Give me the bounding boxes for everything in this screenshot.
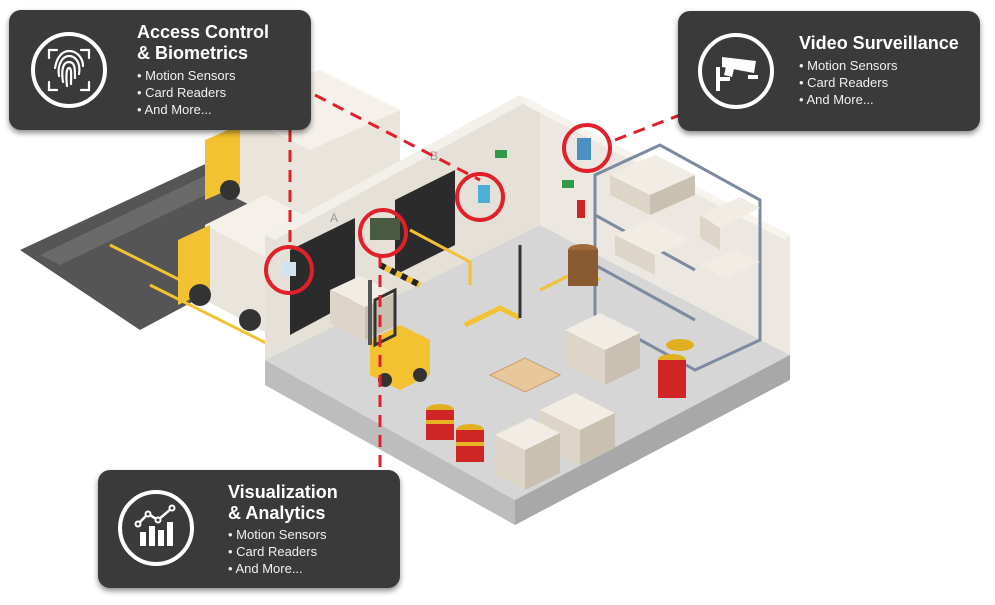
video-surveillance-list: Motion Sensors Card Readers And More...	[799, 57, 898, 108]
motion-sensor	[282, 262, 296, 276]
list-item: Card Readers	[137, 84, 236, 101]
highlight-circles	[264, 123, 612, 295]
visualization-analytics-card: Visualization& Analytics Motion Sensors …	[98, 470, 400, 588]
access-control-title: Access Control& Biometrics	[137, 22, 270, 63]
fingerprint-icon	[31, 32, 107, 108]
exit-sign	[562, 180, 574, 188]
wooden-barrel	[568, 244, 598, 286]
wall-camera	[577, 138, 591, 160]
dock-door-b	[395, 170, 455, 275]
video-surveillance-title: Video Surveillance	[799, 33, 959, 53]
dock-label-a: A	[330, 211, 338, 225]
list-item: Card Readers	[799, 74, 898, 91]
list-item: And More...	[228, 560, 327, 577]
access-control-list: Motion Sensors Card Readers And More...	[137, 67, 236, 118]
list-item: And More...	[799, 91, 898, 108]
pallet	[488, 357, 562, 393]
list-item: Card Readers	[228, 543, 327, 560]
analytics-chart-icon	[118, 490, 194, 566]
fire-extinguisher	[577, 200, 585, 218]
pallet-jack	[463, 245, 522, 328]
barrels	[426, 339, 694, 462]
dock-label-b: B	[430, 149, 438, 163]
box-stack-3	[495, 418, 560, 490]
card-reader	[478, 185, 490, 203]
list-item: Motion Sensors	[137, 67, 235, 84]
list-item: Motion Sensors	[228, 526, 326, 543]
list-item: Motion Sensors	[799, 57, 897, 74]
video-surveillance-card: Video Surveillance Motion Sensors Card R…	[678, 11, 980, 131]
shelving-rack	[593, 143, 762, 372]
forklift	[368, 280, 430, 390]
display-panel	[370, 218, 400, 240]
security-camera-icon	[698, 33, 774, 109]
visualization-analytics-title: Visualization& Analytics	[228, 482, 338, 523]
exit-sign	[495, 150, 507, 158]
list-item: And More...	[137, 101, 236, 118]
access-control-card: Access Control& Biometrics Motion Sensor…	[9, 10, 311, 130]
box-stack-1	[565, 313, 640, 385]
visualization-analytics-list: Motion Sensors Card Readers And More...	[228, 526, 327, 577]
callout-lines	[288, 93, 681, 470]
